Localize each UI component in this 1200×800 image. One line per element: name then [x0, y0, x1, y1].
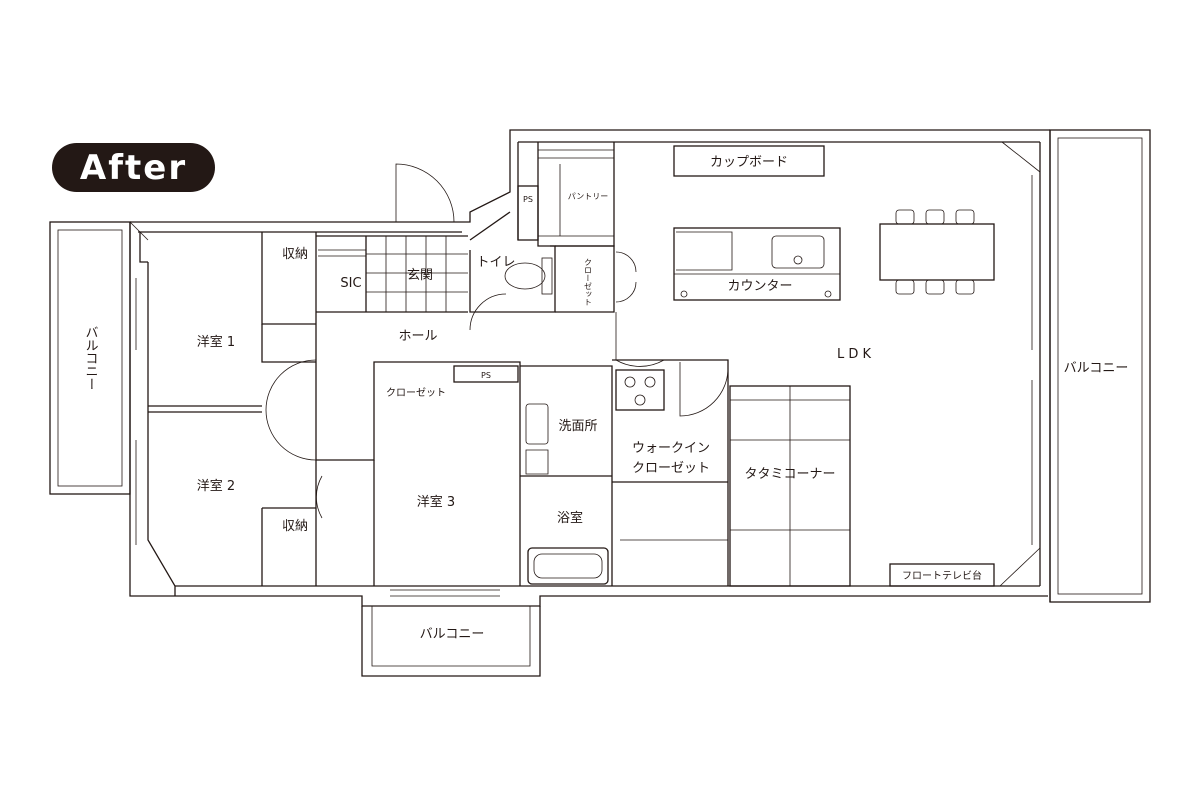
label-storage1: 収納	[282, 247, 308, 262]
balcony-bottom	[361, 606, 541, 677]
label-balcony-right: バルコニー	[1064, 361, 1129, 376]
label-entrance: 玄関	[407, 268, 433, 283]
room-labels: バルコニー 洋室 1 洋室 2 洋室 3 収納 収納 SIC 玄関 トイレ ホー…	[83, 155, 1129, 642]
label-closet3: クローゼット	[386, 387, 446, 399]
label-walkin-2: クローゼット	[632, 461, 710, 476]
fixtures	[318, 145, 995, 587]
label-tatami: タタミコーナー	[744, 467, 835, 482]
interior-walls	[148, 142, 851, 587]
label-ps1: PS	[523, 195, 533, 204]
label-toilet: トイレ	[476, 255, 515, 270]
label-western3: 洋室 3	[417, 494, 455, 510]
label-balcony-left: バルコニー	[83, 326, 99, 391]
label-closet-small: クローゼット	[584, 258, 593, 306]
label-washroom: 洗面所	[558, 419, 597, 434]
label-western1: 洋室 1	[197, 334, 235, 350]
label-cupboard: カップボード	[710, 155, 788, 170]
label-western2: 洋室 2	[197, 478, 235, 494]
label-storage2: 収納	[282, 519, 308, 534]
label-walkin-1: ウォークイン	[632, 441, 710, 456]
doors	[265, 163, 729, 519]
label-hall: ホール	[398, 329, 437, 344]
label-counter: カウンター	[727, 279, 792, 294]
label-bathroom: 浴室	[557, 510, 583, 526]
label-tv: フロートテレビ台	[902, 569, 982, 582]
label-pantry: パントリー	[568, 192, 608, 201]
label-ps2: PS	[481, 371, 491, 380]
outer-walls	[129, 129, 1051, 607]
after-badge: After	[52, 143, 215, 192]
label-ldk: L D K	[837, 347, 872, 362]
label-balcony-bottom: バルコニー	[420, 627, 485, 642]
label-sic: SIC	[340, 276, 361, 291]
